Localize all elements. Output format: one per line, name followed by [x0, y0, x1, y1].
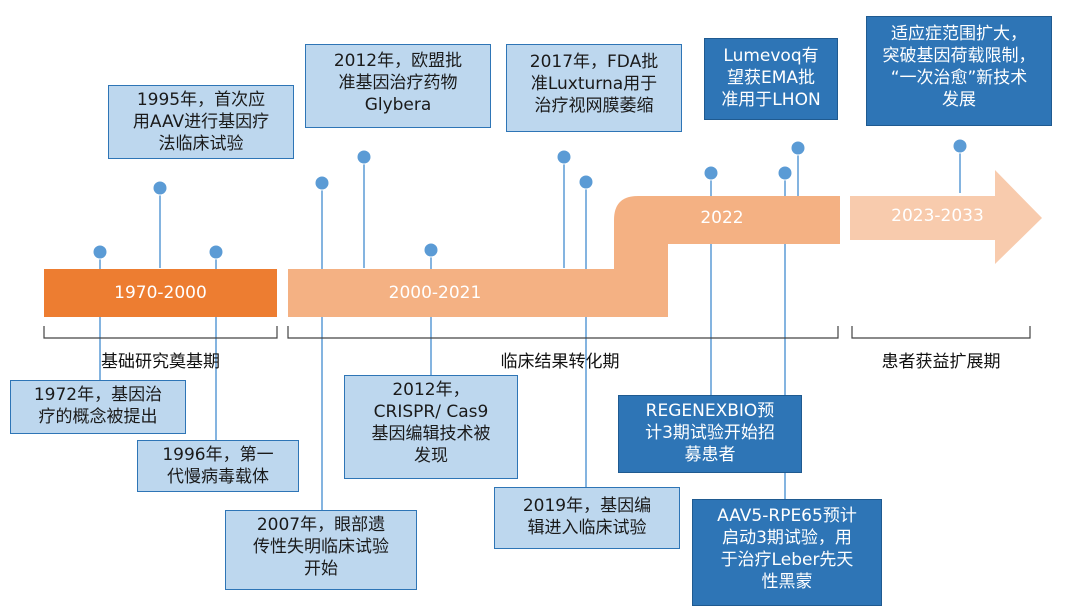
band-label-1970-2000: 1970-2000: [114, 283, 207, 303]
band-label-2000-2021: 2000-2021: [388, 283, 482, 303]
callout-aav5-rpe65-phase3: AAV5-RPE65预计 启动3期试验，用 于治疗Leber先天 性黑蒙: [692, 499, 882, 606]
phase-label-clinical-translation: 临床结果转化期: [500, 352, 620, 372]
callout-2007-blindness-trial: 2007年，眼部遗 传性失明临床试验 开始: [225, 510, 417, 590]
marker-lumevoq: [790, 140, 806, 156]
bracket-phase3: [851, 326, 1031, 339]
marker-aav5: [777, 165, 793, 181]
callout-1972-concept: 1972年，基因治 疗的概念被提出: [10, 380, 186, 434]
callout-2012-crispr: 2012年， CRISPR/ Cas9 基因编辑技术被 发现: [344, 375, 518, 479]
callout-1995-aav-trial: 1995年，首次应 用AAV进行基因疗 法临床试验: [108, 85, 294, 159]
callout-2019-gene-editing-trial: 2019年，基因编 辑进入临床试验: [494, 487, 680, 549]
marker-regenx: [703, 165, 719, 181]
callout-regenxbio-phase3: REGENEXBIO预 计3期试验开始招 募患者: [618, 395, 802, 473]
bracket-phase1: [43, 326, 278, 339]
marker-1995: [152, 180, 168, 196]
bracket-phase2: [287, 326, 839, 339]
callout-lumevoq-ema: Lumevoq有 望获EMA批 准用于LHON: [704, 38, 838, 120]
band-label-2022: 2022: [700, 208, 744, 228]
marker-2007: [314, 175, 330, 191]
band-1970-2000: 1970-2000: [44, 269, 277, 317]
callout-2012-glybera: 2012年，欧盟批 准基因治疗药物 Glybera: [305, 44, 491, 128]
callout-future-expansion: 适应症范围扩大， 突破基因荷载限制， “一次治愈”新技术 发展: [866, 16, 1052, 126]
callout-1996-lentivirus: 1996年，第一 代慢病毒载体: [137, 440, 299, 492]
marker-future: [952, 138, 968, 154]
marker-1996: [208, 244, 224, 260]
callout-2017-luxturna: 2017年，FDA批 准Luxturna用于 治疗视网膜萎缩: [506, 44, 682, 132]
band-label-2023-2033: 2023-2033: [891, 206, 984, 226]
phase-label-patient-benefit: 患者获益扩展期: [881, 352, 1001, 372]
phase-label-basic-research: 基础研究奠基期: [101, 352, 220, 372]
marker-2019: [578, 174, 594, 190]
marker-2017: [556, 149, 572, 165]
marker-2012eu: [356, 149, 372, 165]
marker-2012crispr: [423, 242, 439, 258]
marker-1972: [92, 244, 108, 260]
